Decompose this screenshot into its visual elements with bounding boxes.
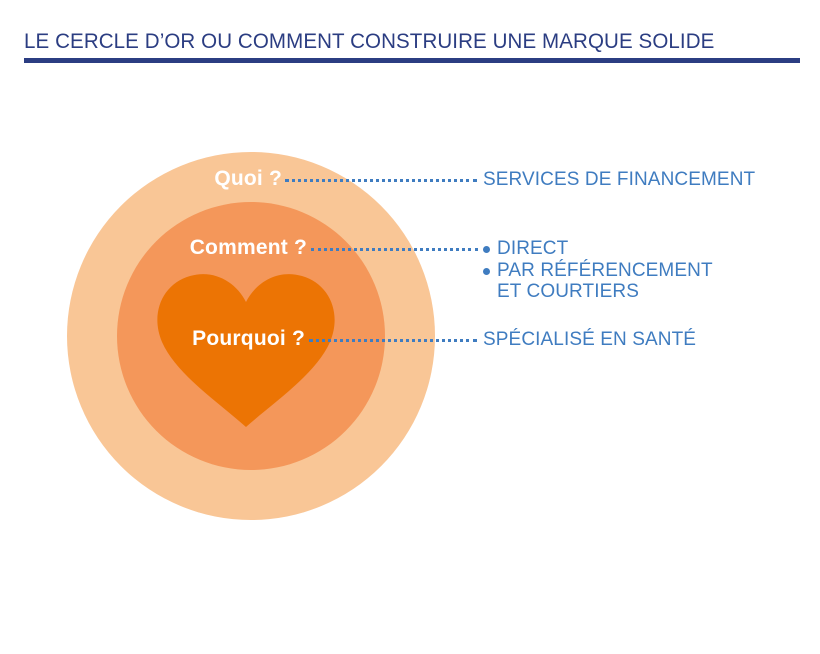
title-underline-rule bbox=[24, 58, 800, 63]
page-title: LE CERCLE D’OR OU COMMENT CONSTRUIRE UNE… bbox=[24, 29, 715, 53]
list-item: DIRECT bbox=[483, 238, 713, 260]
heart-shape-pourquoi bbox=[156, 272, 336, 427]
list-item: PAR RÉFÉRENCEMENT bbox=[483, 260, 713, 282]
leader-line-quoi bbox=[285, 179, 477, 182]
callout-comment-item-2-wrap: ET COURTIERS bbox=[497, 281, 639, 302]
ring-label-pourquoi: Pourquoi ? bbox=[192, 327, 305, 350]
callout-comment-item-2: PAR RÉFÉRENCEMENT bbox=[497, 259, 713, 281]
leader-line-pourquoi bbox=[309, 339, 477, 342]
bullet-dot-icon bbox=[483, 246, 490, 253]
bullet-spacer-icon bbox=[483, 289, 490, 296]
callout-comment-list: DIRECT PAR RÉFÉRENCEMENT ET COURTIERS bbox=[483, 238, 713, 303]
leader-line-comment bbox=[311, 248, 478, 251]
callout-pourquoi-text: SPÉCIALISÉ EN SANTÉ bbox=[483, 329, 697, 350]
ring-label-quoi: Quoi ? bbox=[214, 167, 282, 190]
list-item-continuation: ET COURTIERS bbox=[483, 281, 713, 303]
ring-label-comment: Comment ? bbox=[189, 236, 307, 259]
callout-comment-item-1: DIRECT bbox=[497, 238, 569, 259]
callout-quoi-text: SERVICES DE FINANCEMENT bbox=[483, 169, 756, 190]
bullet-dot-icon bbox=[483, 267, 490, 275]
header: LE CERCLE D’OR OU COMMENT CONSTRUIRE UNE… bbox=[24, 28, 800, 63]
